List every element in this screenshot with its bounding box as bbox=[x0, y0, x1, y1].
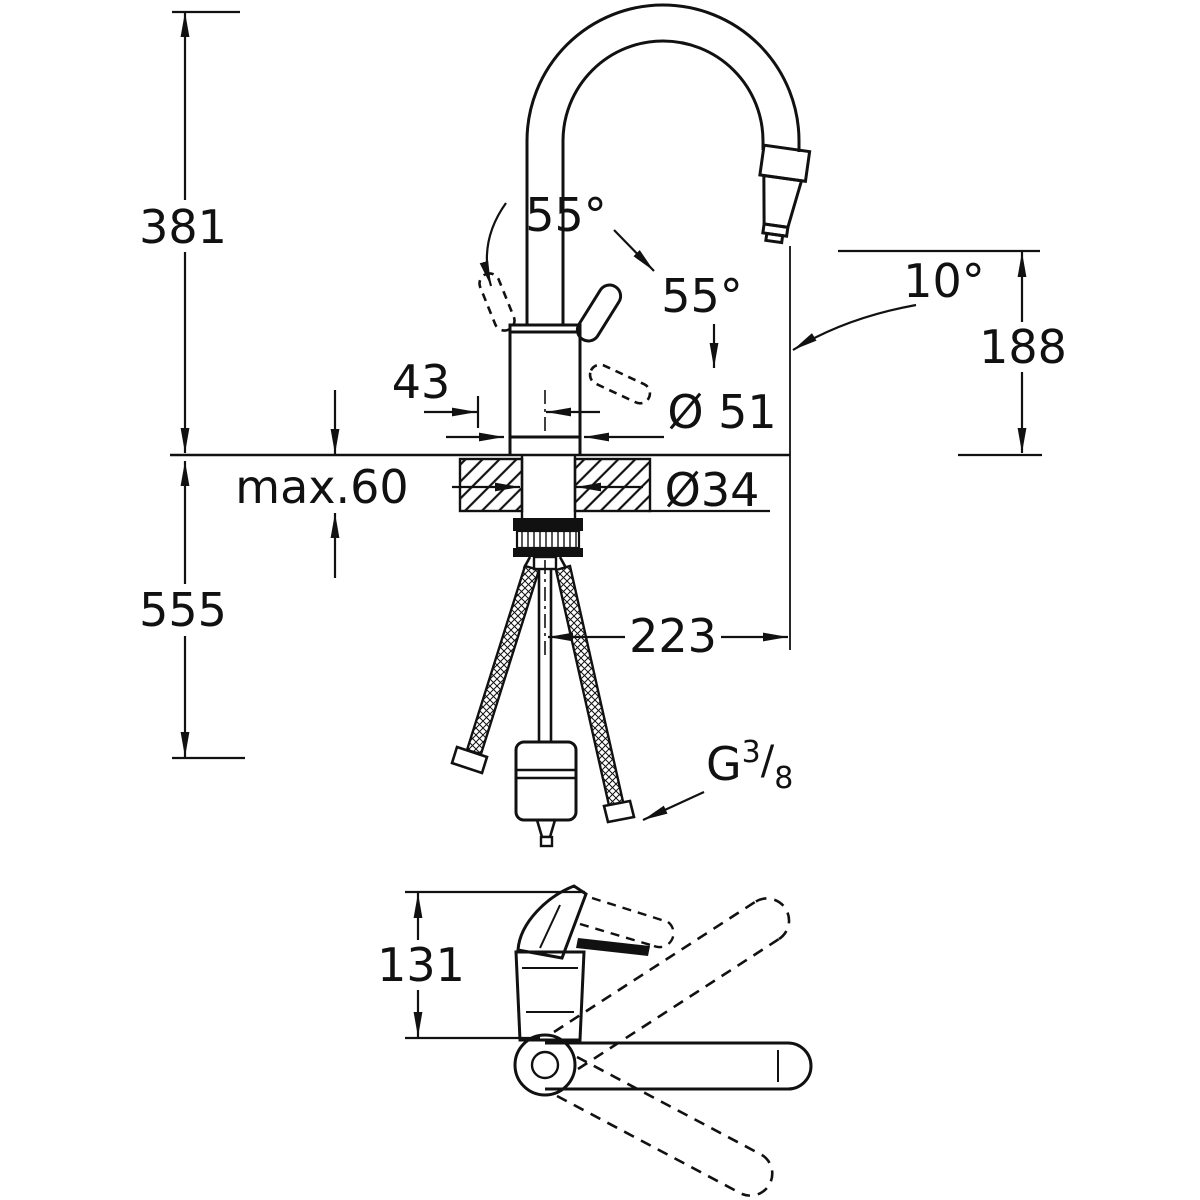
plan-lever-blade bbox=[516, 884, 588, 960]
plan-spout-up-edge-b bbox=[553, 900, 756, 1034]
lever-handle-solid bbox=[575, 283, 623, 343]
spray-head-tip bbox=[764, 231, 785, 245]
mounting-flange bbox=[513, 518, 583, 531]
plan-lever-dashed-edge-bottom bbox=[579, 922, 655, 948]
spray-head-body bbox=[762, 173, 804, 229]
label-max-60: max.60 bbox=[235, 460, 408, 514]
plan-base-inner-circle bbox=[530, 1050, 560, 1080]
label-43: 43 bbox=[392, 355, 451, 409]
front-view-faucet bbox=[478, 3, 812, 455]
spray-head-aerator bbox=[761, 222, 790, 238]
plan-view bbox=[513, 884, 813, 1197]
plan-spout-up-cap bbox=[754, 897, 791, 941]
mounting-hardware bbox=[513, 518, 583, 571]
spray-head bbox=[758, 143, 812, 245]
dimension-labels: 381 555 55° 55° 10° 188 43 Ø 51 max.60 Ø… bbox=[139, 188, 1067, 992]
bg-223 bbox=[625, 613, 721, 661]
plan-lever-bar bbox=[576, 938, 650, 956]
plan-spout-dashed-down bbox=[556, 1055, 774, 1197]
leader-g38 bbox=[642, 791, 705, 821]
plan-lever-dashed bbox=[579, 896, 675, 949]
bg-188 bbox=[982, 322, 1064, 372]
spout-inner-arc bbox=[561, 39, 765, 325]
spout-outer-arc bbox=[525, 3, 801, 325]
bg-381 bbox=[145, 200, 223, 252]
label-55-right: 55° bbox=[661, 269, 743, 323]
plan-spout-down-edge-a bbox=[556, 1094, 743, 1196]
label-10: 10° bbox=[903, 254, 985, 308]
hose-weight bbox=[514, 740, 578, 822]
plan-body bbox=[514, 950, 586, 1042]
hose-fitting-left bbox=[450, 745, 489, 775]
countertop-slab-left bbox=[458, 457, 524, 513]
label-backgrounds bbox=[145, 200, 1064, 990]
mounting-ring bbox=[513, 548, 583, 557]
label-dia-51: Ø 51 bbox=[667, 385, 776, 439]
plan-base-circle bbox=[513, 1033, 577, 1097]
label-188: 188 bbox=[979, 320, 1067, 374]
leader-55-middle bbox=[613, 229, 655, 272]
label-g38-letter: G bbox=[706, 737, 742, 791]
plan-lever-inner-line bbox=[539, 904, 561, 949]
hose-weight-bands bbox=[516, 768, 576, 780]
pullout-hose bbox=[537, 569, 553, 742]
lever-handle-dashed-right bbox=[588, 363, 652, 405]
leader-10deg bbox=[792, 303, 917, 351]
hose-fitting-right bbox=[602, 799, 636, 824]
label-131: 131 bbox=[377, 938, 465, 992]
plan-spout-down-edge-b bbox=[576, 1055, 763, 1157]
label-555: 555 bbox=[139, 583, 227, 637]
plan-lever-dashed-cap bbox=[653, 921, 675, 949]
plan-lever-dashed-edge-top bbox=[591, 896, 669, 924]
label-223: 223 bbox=[629, 609, 717, 663]
hoses bbox=[450, 564, 636, 848]
hose-weight-taper bbox=[535, 819, 557, 839]
faucet-body bbox=[508, 323, 582, 455]
countertop-slab-right bbox=[573, 457, 652, 513]
bg-555 bbox=[145, 584, 223, 636]
label-55-left: 55° bbox=[525, 188, 607, 242]
label-381: 381 bbox=[139, 200, 227, 254]
leader-55-left bbox=[479, 202, 507, 287]
label-g38-numerator: 3 bbox=[742, 735, 761, 770]
plan-spout-dashed-up bbox=[553, 897, 791, 1071]
plan-spout-solid bbox=[545, 1041, 813, 1091]
dimension-lines bbox=[172, 10, 1042, 1040]
plan-spout-up-edge-a bbox=[577, 937, 780, 1071]
label-g38-denominator: 8 bbox=[774, 761, 793, 796]
bg-131 bbox=[382, 940, 460, 990]
plan-spout-down-cap bbox=[741, 1153, 774, 1197]
label-g38: G3/8 bbox=[706, 735, 793, 796]
label-g38-slash: / bbox=[761, 738, 775, 784]
hose-outlet-tip bbox=[539, 835, 554, 848]
mounting-nut-knurl bbox=[521, 531, 577, 548]
spray-head-collar bbox=[758, 143, 812, 184]
label-dia-34: Ø34 bbox=[665, 463, 760, 517]
braided-hose-left bbox=[465, 564, 541, 756]
